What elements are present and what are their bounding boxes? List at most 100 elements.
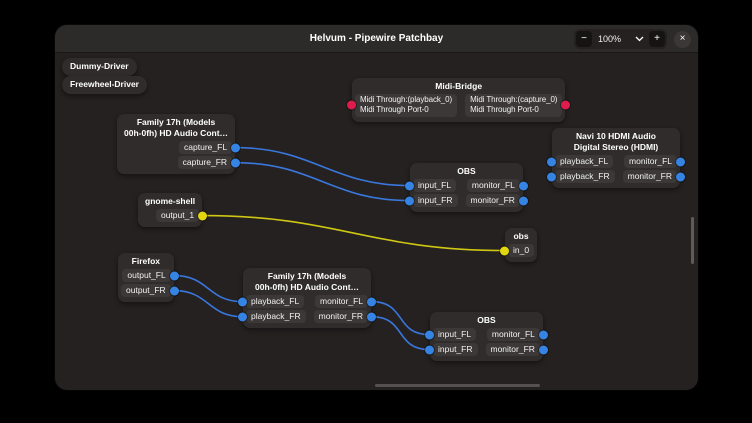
port-output_FR[interactable]: output_FR (121, 284, 179, 298)
audio-port-dot[interactable] (547, 157, 556, 167)
port-midi_through_capture_0[interactable]: Midi Through:(capture_0)Midi Through Por… (465, 94, 571, 117)
node-obs-bottom[interactable]: OBS input_FL monitor_FL input_FR monitor_FR (425, 312, 548, 362)
port-row: in_0 (500, 244, 537, 258)
node-firefox[interactable]: Firefox output_FL output_FR (118, 253, 179, 303)
zoom-out-button[interactable]: − (576, 31, 592, 47)
audio-port-dot[interactable] (238, 312, 247, 322)
window-title: Helvum - Pipewire Patchbay (309, 33, 444, 44)
port-label: output_FL (127, 270, 166, 281)
audio-port-dot[interactable] (405, 181, 414, 191)
audio-port-dot[interactable] (425, 345, 434, 355)
chevron-down-icon[interactable] (632, 32, 646, 46)
close-button[interactable]: × (674, 30, 691, 48)
audio-port-dot[interactable] (538, 345, 548, 355)
audio-port-dot[interactable] (169, 271, 179, 281)
port-playback_FR[interactable]: playback_FR (238, 310, 306, 324)
audio-port-dot[interactable] (547, 172, 556, 182)
audio-port-dot[interactable] (238, 297, 247, 307)
midi-port-dot[interactable] (561, 100, 571, 110)
port-label: Midi Through Port-0 (360, 105, 429, 115)
cable-audio[interactable] (174, 289, 243, 318)
port-in_0[interactable]: in_0 (500, 244, 535, 258)
node-gnome-shell[interactable]: gnome-shell output_1 (138, 193, 208, 228)
audio-port-dot[interactable] (518, 181, 528, 191)
video-port-dot[interactable] (198, 211, 208, 221)
cable-audio[interactable] (371, 300, 430, 336)
audio-port-dot[interactable] (231, 143, 241, 153)
port-label: playback_FR (251, 311, 301, 322)
cable-audio[interactable] (235, 161, 410, 202)
video-port-dot[interactable] (500, 246, 509, 256)
horizontal-scrollbar[interactable] (375, 384, 540, 387)
port-monitor_FL[interactable]: monitor_FL (315, 295, 377, 309)
zoom-level-value[interactable]: 100% (598, 34, 622, 44)
port-label: playback_FL (560, 156, 609, 167)
port-row: output_FL (118, 269, 179, 283)
port-monitor_FR[interactable]: monitor_FR (485, 343, 548, 357)
port-output_FL[interactable]: output_FL (122, 269, 179, 283)
port-monitor_FR[interactable]: monitor_FR (622, 170, 686, 184)
audio-port-dot[interactable] (518, 196, 528, 206)
node-title: gnome-shell (145, 196, 196, 206)
cable-video[interactable] (202, 214, 505, 252)
zoom-in-button[interactable]: + (649, 31, 665, 47)
node-title: Firefox (131, 256, 161, 266)
port-monitor_FL[interactable]: monitor_FL (624, 155, 686, 169)
audio-port-dot[interactable] (538, 330, 548, 340)
port-label: monitor_FL (320, 296, 364, 307)
port-capture_FR[interactable]: capture_FR (177, 156, 241, 170)
port-output_1[interactable]: output_1 (155, 209, 208, 223)
vertical-scrollbar[interactable] (691, 217, 694, 264)
port-monitor_FL[interactable]: monitor_FL (486, 328, 548, 342)
zoom-control-group: − 100% + (574, 29, 667, 49)
port-label: input_FL (438, 329, 472, 340)
titlebar[interactable]: Helvum - Pipewire Patchbay − 100% + × (55, 25, 698, 53)
port-label: Midi Through Port-0 (470, 105, 539, 115)
port-label: input_FR (438, 344, 473, 355)
midi-port-dot[interactable] (347, 100, 356, 110)
cable-audio[interactable] (235, 146, 410, 187)
port-label: output_1 (160, 210, 195, 221)
audio-port-dot[interactable] (676, 172, 686, 182)
port-row: capture_FR (117, 156, 241, 170)
cable-audio[interactable] (371, 315, 430, 351)
node-dummy-driver[interactable]: Dummy-Driver (62, 58, 137, 77)
port-monitor_FR[interactable]: monitor_FR (465, 194, 528, 208)
port-input_FL[interactable]: input_FL (405, 179, 457, 193)
audio-port-dot[interactable] (676, 157, 686, 167)
port-label: capture_FR (182, 157, 228, 168)
port-label: output_FR (126, 285, 166, 296)
port-label: monitor_FR (490, 344, 535, 355)
port-input_FL[interactable]: input_FL (425, 328, 477, 342)
node-title: OBS (477, 315, 496, 325)
audio-port-dot[interactable] (405, 196, 414, 206)
audio-port-dot[interactable] (231, 158, 241, 168)
port-playback_FR[interactable]: playback_FR (547, 170, 615, 184)
audio-port-dot[interactable] (367, 312, 377, 322)
port-monitor_FL[interactable]: monitor_FL (466, 179, 528, 193)
node-title: Midi-Bridge (435, 81, 483, 91)
port-midi_through_playback_0[interactable]: Midi Through:(playback_0)Midi Through Po… (347, 94, 458, 117)
audio-port-dot[interactable] (367, 297, 377, 307)
cable-audio[interactable] (174, 274, 243, 303)
port-playback_FL[interactable]: playback_FL (547, 155, 614, 169)
port-capture_FL[interactable]: capture_FL (179, 141, 241, 155)
port-playback_FL[interactable]: playback_FL (238, 295, 305, 309)
port-input_FR[interactable]: input_FR (405, 194, 458, 208)
audio-port-dot[interactable] (425, 330, 434, 340)
port-label: monitor_FL (629, 156, 673, 167)
port-input_FR[interactable]: input_FR (425, 343, 478, 357)
audio-port-dot[interactable] (169, 286, 179, 296)
port-label: playback_FR (560, 171, 610, 182)
node-freewheel-driver[interactable]: Freewheel-Driver (62, 76, 147, 95)
port-monitor_FR[interactable]: monitor_FR (313, 310, 377, 324)
